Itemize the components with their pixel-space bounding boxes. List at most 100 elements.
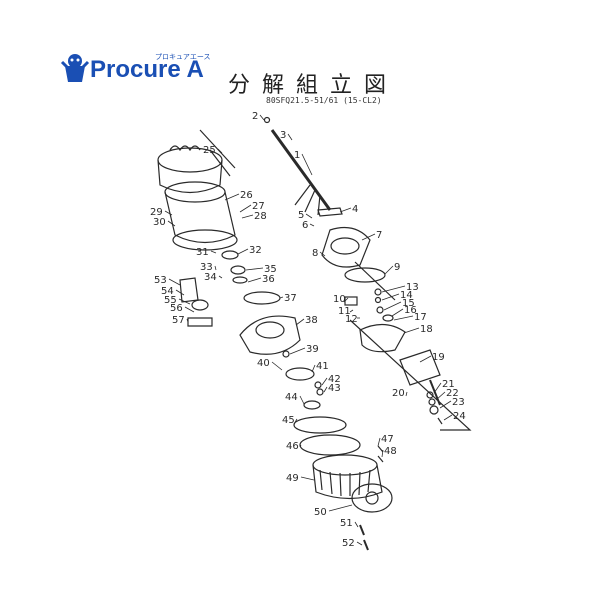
part-callout-47: 47: [377, 434, 394, 447]
leader-line: [349, 309, 354, 313]
leader-line: [384, 265, 394, 275]
leader-line: [361, 233, 376, 241]
part-number: 48: [384, 446, 397, 457]
leader-line: [321, 377, 328, 386]
part-callout-52: 52: [342, 538, 363, 549]
leader-line: [439, 400, 452, 409]
part-number: 2: [252, 111, 258, 122]
part-callout-36: 36: [247, 274, 275, 285]
part-number: 23: [452, 397, 465, 408]
part-callout-22: 22: [435, 388, 459, 401]
part-callout-46: 46: [286, 441, 302, 452]
leader-line: [419, 355, 432, 363]
part-callout-5: 5: [298, 210, 313, 221]
part-callout-11: 11: [338, 306, 354, 317]
leader-line: [305, 213, 313, 219]
part-number: 10: [333, 294, 346, 305]
wear-ring-44: [303, 400, 321, 410]
part-callout-42: 42: [321, 374, 341, 386]
leader-line: [435, 391, 446, 401]
leader-line: [239, 204, 252, 213]
part-callout-16: 16: [391, 305, 417, 317]
part-callout-26: 26: [224, 190, 253, 201]
leader-line: [443, 414, 453, 421]
part-number: 27: [252, 201, 265, 212]
part-number: 49: [286, 473, 299, 484]
leader-line: [403, 327, 420, 334]
mascot-icon: [60, 54, 90, 82]
part-number: 31: [196, 247, 209, 258]
leader-line: [354, 521, 359, 528]
part-number: 12: [345, 314, 358, 325]
nut-15: [376, 306, 384, 314]
part-callout-15: 15: [383, 298, 415, 311]
leader-line: [164, 210, 173, 216]
part-callout-55: 55: [164, 295, 191, 306]
leader-line: [309, 223, 315, 227]
part-callout-17: 17: [393, 312, 427, 323]
leader-line: [186, 318, 189, 323]
part-number: 57: [172, 315, 185, 326]
part-callout-18: 18: [403, 324, 433, 335]
logo-wordmark: Procure A: [90, 56, 204, 83]
part-number: 15: [402, 298, 415, 309]
part-number: 47: [381, 434, 394, 445]
part-callout-43: 43: [323, 383, 341, 394]
leader-line: [381, 449, 384, 458]
part-callout-3: 3: [280, 130, 293, 141]
part-callout-6: 6: [302, 220, 315, 231]
logo-kana: プロキュアエース: [155, 53, 211, 61]
part-number: 16: [404, 305, 417, 316]
leader-line: [301, 153, 313, 176]
part-callout-12: 12: [345, 314, 360, 325]
bolt-13: [374, 288, 382, 296]
washer-14: [374, 296, 382, 304]
leader-line: [259, 114, 265, 121]
part-callout-49: 49: [286, 473, 315, 484]
part-number: 3: [280, 130, 286, 141]
part-callout-4: 4: [339, 204, 358, 215]
cable-clamp-screw: [263, 116, 271, 124]
leader-line: [293, 418, 298, 425]
part-callout-37: 37: [279, 293, 297, 304]
leader-line: [405, 391, 408, 397]
leader-line: [328, 504, 353, 512]
washer-42: [314, 381, 322, 389]
leader-line: [433, 382, 442, 394]
seal-16: [382, 314, 394, 322]
cover-bore: [330, 237, 360, 255]
leader-line: [381, 293, 400, 301]
upper-cover: [321, 227, 371, 268]
part-number: 5: [298, 210, 304, 221]
part-callout-56: 56: [170, 303, 195, 314]
base-boss: [365, 491, 379, 505]
leader-line: [391, 308, 404, 317]
key-24: [437, 417, 443, 425]
leader-line: [184, 306, 195, 313]
leader-line: [210, 250, 217, 254]
part-number: 6: [302, 220, 308, 231]
part-number: 20: [392, 388, 405, 399]
pump-casing: [239, 315, 301, 355]
part-number: 52: [342, 538, 355, 549]
part-callout-27: 27: [239, 201, 265, 213]
part-callout-34: 34: [204, 272, 223, 283]
strainer-mesh: [319, 469, 371, 497]
part-callout-57: 57: [172, 315, 189, 326]
part-number: 37: [284, 293, 297, 304]
impeller-41: [285, 367, 315, 381]
spring-35: [230, 265, 246, 275]
leader-line: [217, 148, 223, 154]
bearing-21: [426, 391, 434, 399]
part-callout-7: 7: [361, 230, 382, 241]
part-number: 54: [161, 286, 174, 297]
part-number: 28: [254, 211, 267, 222]
leader-line: [299, 444, 302, 448]
part-callout-53: 53: [154, 275, 181, 286]
strainer-body: [312, 464, 383, 500]
procure-a-logo: プロキュアエース Procure A: [60, 52, 211, 88]
flange-55: [191, 299, 209, 311]
part-callout-21: 21: [433, 379, 455, 394]
